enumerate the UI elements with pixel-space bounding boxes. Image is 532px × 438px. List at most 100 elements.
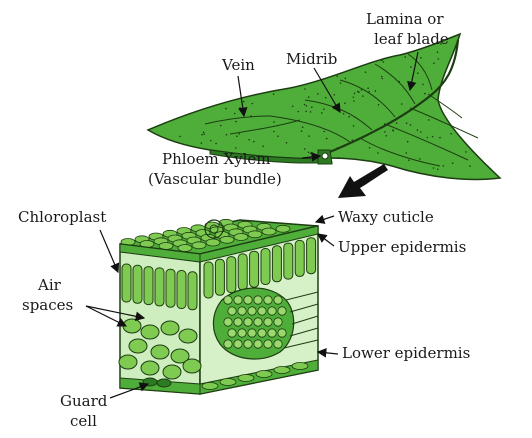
leaf-speckle xyxy=(433,167,435,169)
leaf-speckle xyxy=(344,145,346,147)
vascular-cell xyxy=(248,329,256,337)
leaf-speckle xyxy=(381,76,383,78)
leaf-speckle xyxy=(310,153,312,155)
leaf-speckle xyxy=(201,142,203,144)
leaf-speckle xyxy=(306,105,308,107)
leaf-speckle xyxy=(451,126,453,128)
vascular-cell xyxy=(254,340,262,348)
leaf-speckle xyxy=(396,122,398,124)
palisade-cell xyxy=(133,265,142,303)
vascular-cell xyxy=(234,318,242,326)
leaf-speckle xyxy=(420,57,422,59)
label-air-spaces-line1: Air xyxy=(37,276,62,294)
leaf-speckle xyxy=(343,113,345,115)
epidermis-cell xyxy=(192,242,206,249)
leaf-speckle xyxy=(336,76,338,78)
label-phloem-xylem: Phloem Xylem xyxy=(162,150,271,168)
leaf-speckle xyxy=(401,103,403,105)
leaf-speckle xyxy=(301,130,303,132)
leaf-speckle xyxy=(443,165,445,167)
vascular-cell xyxy=(224,296,232,304)
label-vein: Vein xyxy=(221,56,255,74)
epidermis-cell xyxy=(202,383,218,390)
palisade-cell xyxy=(250,251,259,287)
leaf-speckle xyxy=(311,106,313,108)
label-guard-cell-line2: cell xyxy=(70,412,97,430)
vascular-cell xyxy=(244,318,252,326)
leaf-speckle xyxy=(323,131,325,133)
leaf-speckle xyxy=(203,133,205,135)
leaf-speckle xyxy=(292,106,294,108)
vascular-cell xyxy=(274,340,282,348)
vascular-cell xyxy=(274,318,282,326)
leaf-speckle xyxy=(253,141,255,143)
leaf-speckle xyxy=(304,88,306,90)
leaf-speckle xyxy=(404,56,406,58)
leaf-speckle xyxy=(250,115,252,117)
leaf-speckle xyxy=(345,78,347,80)
palisade-cell xyxy=(215,259,224,295)
epidermis-cell xyxy=(220,379,236,386)
vascular-cell xyxy=(244,340,252,348)
epidermis-cell xyxy=(276,225,290,232)
leaf-speckle xyxy=(311,152,313,154)
leaf-speckle xyxy=(438,58,440,60)
leaf-speckle xyxy=(262,145,264,147)
leaf-speckle xyxy=(417,129,419,131)
epidermis-cell xyxy=(274,367,290,374)
vascular-cell xyxy=(234,340,242,348)
palisade-cell xyxy=(122,264,131,302)
leaf-speckle xyxy=(369,147,371,149)
vascular-cell xyxy=(268,307,276,315)
leaf-speckle xyxy=(340,82,342,84)
leaf-speckle xyxy=(203,131,205,133)
label-vascular-bundle: (Vascular bundle) xyxy=(148,170,282,188)
leaf-speckle xyxy=(384,123,386,125)
leaf-speckle xyxy=(317,93,319,95)
label-midrib: Midrib xyxy=(286,50,337,68)
label-waxy-cuticle: Waxy cuticle xyxy=(338,208,434,226)
vascular-cell xyxy=(254,296,262,304)
leaf-speckle xyxy=(361,89,363,91)
epidermis-cell xyxy=(178,245,192,252)
vascular-cell xyxy=(264,318,272,326)
leaf-speckle xyxy=(398,81,400,83)
leaf-cross-section xyxy=(119,219,318,394)
leaf-speckle xyxy=(308,135,310,137)
label-lamina-line1: Lamina or xyxy=(366,10,444,28)
spongy-cell xyxy=(129,339,147,353)
leaf-speckle xyxy=(234,113,236,115)
leaf-speckle xyxy=(273,121,275,123)
label-lamina-line2: leaf blade xyxy=(374,30,449,48)
leaf-speckle xyxy=(410,66,412,68)
palisade-cell xyxy=(272,246,281,282)
leaf-speckle xyxy=(353,97,355,99)
vascular-cell xyxy=(264,296,272,304)
palisade-cell xyxy=(166,269,175,307)
palisade-cell xyxy=(188,272,197,310)
vascular-cell xyxy=(258,329,266,337)
palisade-cell xyxy=(261,249,270,285)
leaf-speckle xyxy=(419,158,421,160)
leaf-speckle xyxy=(437,169,439,171)
leaf-speckle xyxy=(377,152,379,154)
epidermis-cell xyxy=(206,239,220,246)
leaf-speckle xyxy=(407,141,409,143)
vascular-cell xyxy=(258,307,266,315)
leaf-speckle xyxy=(386,135,388,137)
leaf-speckle xyxy=(427,137,429,139)
leaf-speckle xyxy=(382,78,384,80)
leaf-speckle xyxy=(417,72,419,74)
leaf-speckle xyxy=(325,97,327,99)
vascular-cell xyxy=(238,307,246,315)
vascular-cell xyxy=(238,329,246,337)
vascular-cell xyxy=(264,340,272,348)
epidermis-cell xyxy=(220,236,234,243)
epidermis-cell xyxy=(234,234,248,241)
leaf-speckle xyxy=(179,136,181,138)
leaf-speckle xyxy=(422,84,424,86)
epidermis-cell xyxy=(292,363,308,370)
spongy-cell xyxy=(141,325,159,339)
